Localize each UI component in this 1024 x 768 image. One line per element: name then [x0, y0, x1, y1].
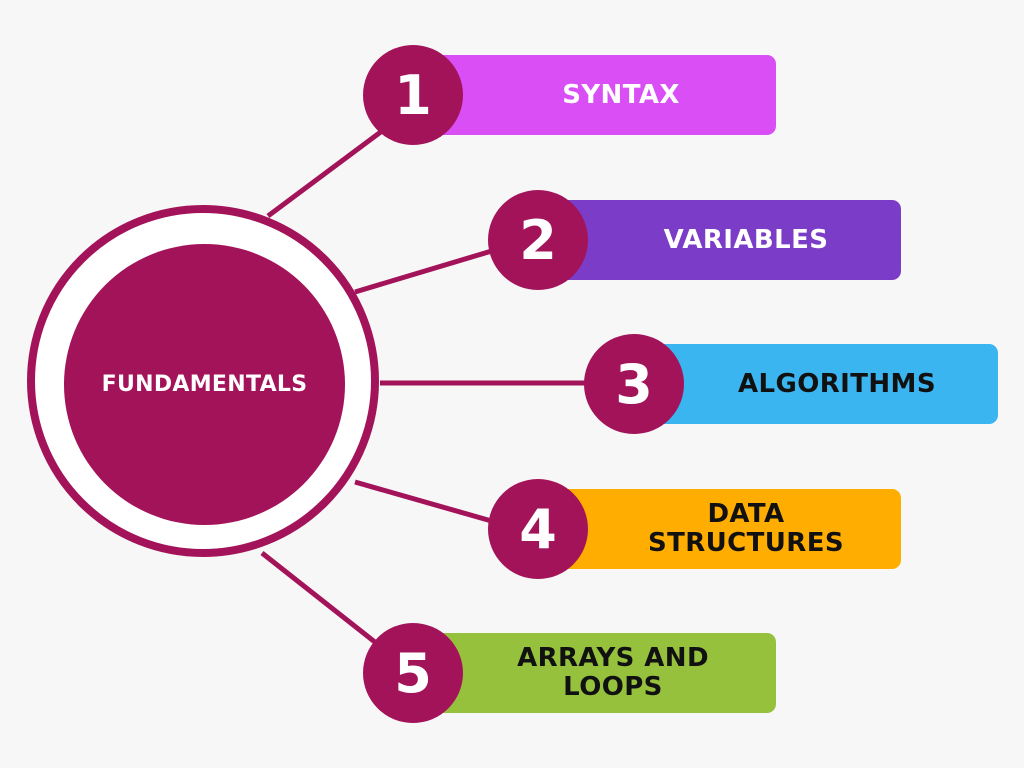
- connector-2: [354, 247, 496, 295]
- item-label: VARIABLES: [663, 224, 829, 255]
- item-label: SYNTAX: [562, 79, 680, 110]
- connector-5: [260, 551, 387, 652]
- center-node: FUNDAMENTALS: [64, 244, 345, 525]
- item-label: ALGORITHMS: [738, 368, 936, 399]
- item-number-badge: 1: [363, 45, 463, 145]
- item-label: ARRAYS AND LOOPS: [517, 643, 709, 702]
- connector-4: [354, 479, 496, 525]
- item-number-badge: 4: [488, 479, 588, 579]
- item-bar-arrays-and-loops: ARRAYS AND LOOPS: [420, 633, 776, 713]
- item-bar-syntax: SYNTAX: [420, 55, 776, 135]
- connector-1: [266, 122, 392, 219]
- item-number-badge: 5: [363, 623, 463, 723]
- item-bar-algorithms: ALGORITHMS: [640, 344, 998, 424]
- item-number-badge: 2: [488, 190, 588, 290]
- center-label: FUNDAMENTALS: [101, 372, 308, 397]
- item-bar-variables: VARIABLES: [545, 200, 901, 280]
- item-label: DATA STRUCTURES: [647, 499, 845, 558]
- item-bar-data-structures: DATA STRUCTURES: [545, 489, 901, 569]
- item-number-badge: 3: [584, 334, 684, 434]
